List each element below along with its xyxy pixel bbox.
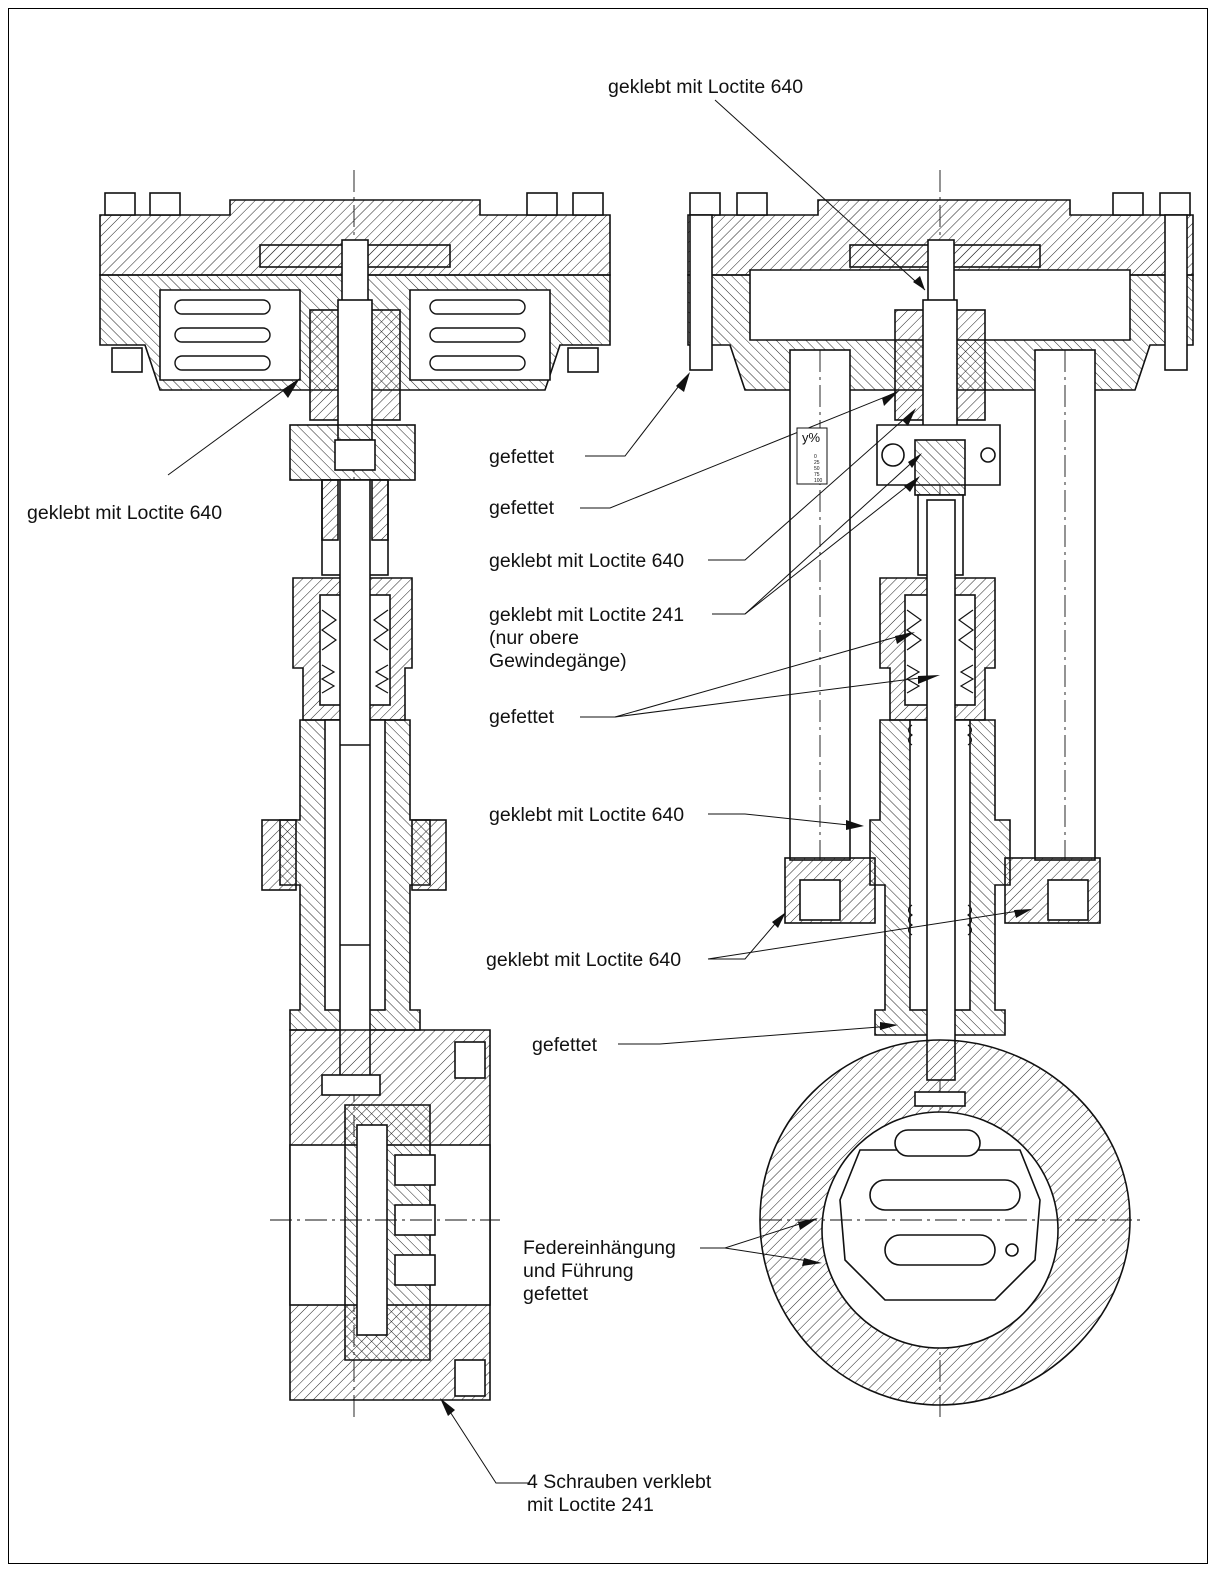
right-disc-rib bbox=[869, 1179, 1021, 1211]
left-bolt bbox=[149, 192, 181, 216]
left-disc-screws bbox=[394, 1154, 436, 1286]
leader-gefettet-3 bbox=[580, 632, 911, 718]
right-coupling bbox=[914, 439, 966, 496]
right-stem-lower bbox=[926, 499, 956, 1081]
leader-left-mid bbox=[167, 381, 296, 476]
label-loctite-241-line2: (nur obere bbox=[489, 627, 579, 649]
right-indicator-hole bbox=[881, 443, 905, 467]
leader-loctite-640-c bbox=[708, 917, 781, 960]
label-left-mid: geklebt mit Loctite 640 bbox=[27, 502, 223, 524]
arrow-head bbox=[440, 1398, 455, 1416]
leader-loctite-640-b bbox=[708, 813, 859, 827]
arrow-head bbox=[798, 1218, 818, 1230]
label-loctite-640-c: geklebt mit Loctite 640 bbox=[486, 949, 682, 971]
label-schrauben-line2: mit Loctite 241 bbox=[527, 1494, 654, 1516]
right-packing-rings bbox=[905, 609, 975, 694]
leader-loctite-241 bbox=[744, 456, 919, 615]
leader-loctite-640-a bbox=[708, 411, 913, 561]
left-flange-nut bbox=[411, 819, 447, 891]
leader-top-right bbox=[714, 99, 926, 291]
arrow-head bbox=[908, 453, 922, 468]
left-flange-nut bbox=[261, 819, 297, 891]
label-feder-line3: gefettet bbox=[523, 1283, 589, 1305]
arrow-head bbox=[282, 378, 300, 398]
label-loctite-241-line3: Gewindegänge) bbox=[489, 650, 627, 672]
left-coupling-inner bbox=[334, 439, 376, 471]
left-stem-lower bbox=[339, 479, 371, 1081]
label-loctite-241-line1: geklebt mit Loctite 241 bbox=[489, 604, 685, 626]
right-disc-rib bbox=[894, 1129, 981, 1157]
right-bellows bbox=[907, 724, 973, 936]
right-bolt bbox=[689, 192, 721, 216]
label-loctite-640-a: geklebt mit Loctite 640 bbox=[489, 550, 685, 572]
arrow-head bbox=[904, 476, 920, 492]
right-stem-inner bbox=[922, 299, 958, 441]
scale-value: 100 bbox=[814, 478, 823, 484]
label-feder-line1: Federeinhängung bbox=[523, 1237, 676, 1259]
left-disc-segment bbox=[356, 1124, 388, 1336]
label-gefettet-4: gefettet bbox=[532, 1034, 598, 1056]
left-stem-inner bbox=[337, 299, 373, 441]
left-springs bbox=[174, 299, 526, 371]
right-stem-collar bbox=[914, 1091, 966, 1107]
label-schrauben-line1: 4 Schrauben verklebt bbox=[527, 1471, 712, 1493]
scale-value: 0 bbox=[814, 454, 817, 460]
left-bolt bbox=[526, 192, 558, 216]
right-side-bolt bbox=[689, 214, 713, 371]
right-indicator-hole bbox=[980, 447, 996, 463]
left-bottom-nut bbox=[111, 347, 143, 373]
label-top-right: geklebt mit Loctite 640 bbox=[608, 76, 804, 98]
scale-value: 50 bbox=[814, 466, 820, 472]
scale-value: 75 bbox=[814, 472, 820, 478]
leader-gefettet-1 bbox=[585, 377, 686, 457]
leader-gefettet-4 bbox=[618, 1025, 893, 1045]
right-view bbox=[687, 170, 1194, 1420]
arrow-head bbox=[913, 276, 925, 290]
right-side-bolt bbox=[1164, 214, 1188, 371]
drawing-frame bbox=[8, 8, 1208, 1564]
left-stem-collar bbox=[321, 1074, 381, 1096]
right-bolt bbox=[1112, 192, 1144, 216]
position-scale: y% 0 25 50 75 100 bbox=[796, 427, 828, 485]
arrow-head bbox=[882, 390, 900, 406]
left-neck-hatch bbox=[321, 479, 339, 541]
right-disc-plate bbox=[839, 1149, 1041, 1301]
left-neck-hatch bbox=[371, 479, 389, 541]
left-bottom-nut bbox=[567, 347, 599, 373]
scale-title: y% bbox=[802, 430, 821, 445]
left-packing-rings bbox=[320, 609, 390, 694]
right-bolt bbox=[736, 192, 768, 216]
right-disc-hole bbox=[1005, 1243, 1019, 1257]
left-body-screw bbox=[454, 1359, 486, 1397]
arrow-head bbox=[902, 408, 916, 426]
arrow-head bbox=[895, 632, 915, 644]
right-column-nut bbox=[1047, 879, 1089, 921]
arrow-head bbox=[1014, 909, 1032, 918]
right-disc-rib bbox=[884, 1234, 996, 1266]
arrow-head bbox=[918, 675, 940, 684]
label-feder-line2: und Führung bbox=[523, 1260, 634, 1282]
label-loctite-640-b: geklebt mit Loctite 640 bbox=[489, 804, 685, 826]
leader-gefettet-3 bbox=[614, 675, 936, 718]
arrow-heads bbox=[282, 276, 1032, 1416]
label-gefettet-3: gefettet bbox=[489, 706, 555, 728]
left-view bbox=[99, 170, 611, 1420]
right-bolt bbox=[1159, 192, 1191, 216]
left-bolt bbox=[572, 192, 604, 216]
label-gefettet-1: gefettet bbox=[489, 446, 555, 468]
left-body-screw bbox=[454, 1041, 486, 1079]
leader-feder bbox=[724, 1247, 816, 1263]
arrow-head bbox=[676, 372, 690, 392]
leader-schrauben bbox=[444, 1403, 530, 1484]
arrow-head bbox=[772, 912, 786, 928]
label-gefettet-2: gefettet bbox=[489, 497, 555, 519]
scale-value: 25 bbox=[814, 460, 820, 466]
left-bolt bbox=[104, 192, 136, 216]
arrow-head bbox=[802, 1258, 822, 1266]
leader-loctite-640-c bbox=[707, 909, 1026, 960]
arrow-head bbox=[880, 1022, 898, 1030]
arrow-head bbox=[846, 820, 864, 830]
right-column-nut bbox=[799, 879, 841, 921]
